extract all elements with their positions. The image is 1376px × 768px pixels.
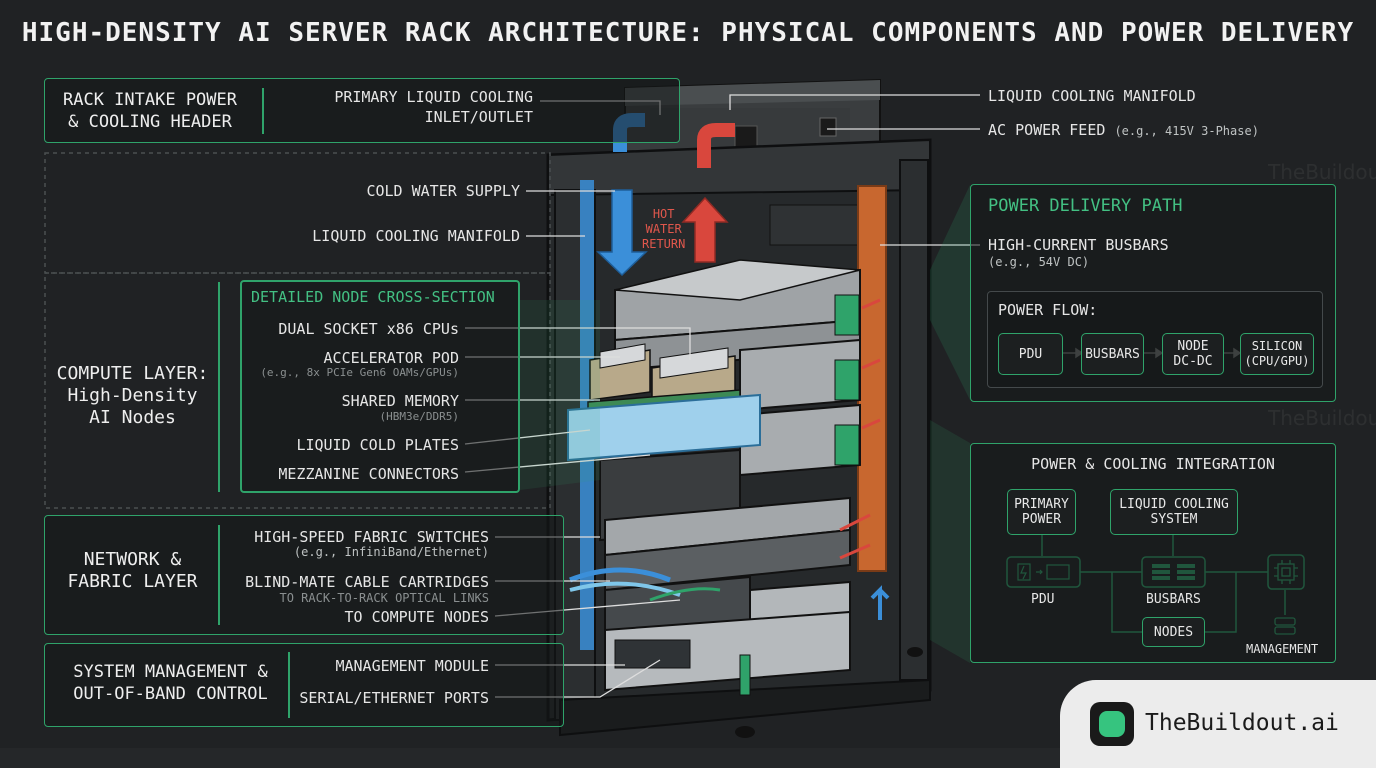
primary-power-box: PRIMARY POWER xyxy=(1007,489,1076,535)
node-cross-section-panel xyxy=(240,280,520,493)
network-panel xyxy=(44,515,564,635)
mgmt-module-label: MANAGEMENT MODULE xyxy=(335,657,489,675)
divider xyxy=(218,282,220,492)
brand-logo-icon xyxy=(1090,702,1134,746)
divider xyxy=(262,88,264,134)
manifold-right-label: LIQUID COOLING MANIFOLD xyxy=(988,87,1196,105)
memory-sub: (HBM3e/DDR5) xyxy=(379,410,459,423)
flow-step-node-dcdc: NODE DC-DC xyxy=(1162,333,1224,375)
liquid-cooling-box: LIQUID COOLING SYSTEM xyxy=(1110,489,1238,535)
liquid-cold-plate xyxy=(567,393,761,462)
flow-step-pdu: PDU xyxy=(998,333,1063,375)
integration-busbars-label: BUSBARS xyxy=(1146,592,1201,607)
cartridges-label: BLIND-MATE CABLE CARTRIDGES xyxy=(245,573,489,591)
serial-ports-label: SERIAL/ETHERNET PORTS xyxy=(299,689,489,707)
cold-plates-label: LIQUID COLD PLATES xyxy=(296,436,459,454)
mezzanine-label: MEZZANINE CONNECTORS xyxy=(278,465,459,483)
management-panel xyxy=(44,643,564,727)
rack-links-label: TO RACK-TO-RACK OPTICAL LINKS xyxy=(279,591,489,605)
page-title: HIGH-DENSITY AI SERVER RACK ARCHITECTURE… xyxy=(21,18,1355,48)
integration-title: POWER & COOLING INTEGRATION xyxy=(1031,455,1275,473)
node-cross-section-title: DETAILED NODE CROSS-SECTION xyxy=(251,288,495,306)
accelerator-sub: (e.g., 8x PCIe Gen6 OAMs/GPUs) xyxy=(260,366,459,379)
integration-management-label: MANAGEMENT xyxy=(1246,642,1319,656)
rack-intake-panel xyxy=(44,78,680,143)
watermark: TheBuildout.ai xyxy=(1268,406,1376,430)
divider xyxy=(288,652,290,718)
airflow-arrows xyxy=(839,298,881,560)
return-arrow xyxy=(870,585,890,620)
fabric-switches-label: HIGH-SPEED FABRIC SWITCHES xyxy=(254,528,489,546)
watermark: TheBuildout.ai xyxy=(1268,160,1376,184)
network-switches xyxy=(569,496,851,642)
hot-water-label: HOT WATER RETURN xyxy=(642,207,686,251)
ac-feed-title: AC POWER FEED xyxy=(988,121,1106,139)
accelerator-label: ACCELERATOR POD xyxy=(323,349,459,367)
primary-inlet-label: PRIMARY LIQUID COOLING INLET/OUTLET xyxy=(334,88,533,126)
integration-panel xyxy=(970,443,1336,663)
brand-name: TheBuildout.ai xyxy=(1145,710,1339,736)
busbars-sub: (e.g., 54V DC) xyxy=(988,255,1090,269)
ac-feed-label: AC POWER FEED (e.g., 415V 3-Phase) xyxy=(988,121,1259,139)
ac-feed-sub: (e.g., 415V 3-Phase) xyxy=(1114,124,1259,138)
memory-label: SHARED MEMORY xyxy=(341,392,459,410)
flow-step-silicon: SILICON (CPU/GPU) xyxy=(1240,333,1314,375)
integration-pdu-label: PDU xyxy=(1031,592,1055,607)
hot-water-pipe xyxy=(681,123,735,263)
rack-intake-title: RACK INTAKE POWER & COOLING HEADER xyxy=(63,90,237,132)
fabric-switches-sub: (e.g., InfiniBand/Ethernet) xyxy=(293,545,489,559)
management-layer-title: SYSTEM MANAGEMENT & OUT-OF-BAND CONTROL xyxy=(73,662,268,704)
compute-layer-title: COMPUTE LAYER: High-Density AI Nodes xyxy=(56,363,209,428)
integration-nodes-box: NODES xyxy=(1142,617,1205,647)
power-delivery-title: POWER DELIVERY PATH xyxy=(988,196,1183,216)
divider xyxy=(218,525,220,625)
power-flow-title: POWER FLOW: xyxy=(998,301,1098,319)
flow-step-busbars: BUSBARS xyxy=(1081,333,1144,375)
compute-nodes-label: TO COMPUTE NODES xyxy=(344,608,490,626)
network-layer-title: NETWORK & FABRIC LAYER xyxy=(67,549,198,592)
busbars-label: HIGH-CURRENT BUSBARS xyxy=(988,236,1169,254)
manifold-left-label: LIQUID COOLING MANIFOLD xyxy=(312,227,520,245)
busbar-column xyxy=(857,185,887,572)
cold-water-label: COLD WATER SUPPLY xyxy=(366,182,520,200)
cpus-label: DUAL SOCKET x86 CPUs xyxy=(278,320,459,338)
management-module xyxy=(604,610,851,696)
